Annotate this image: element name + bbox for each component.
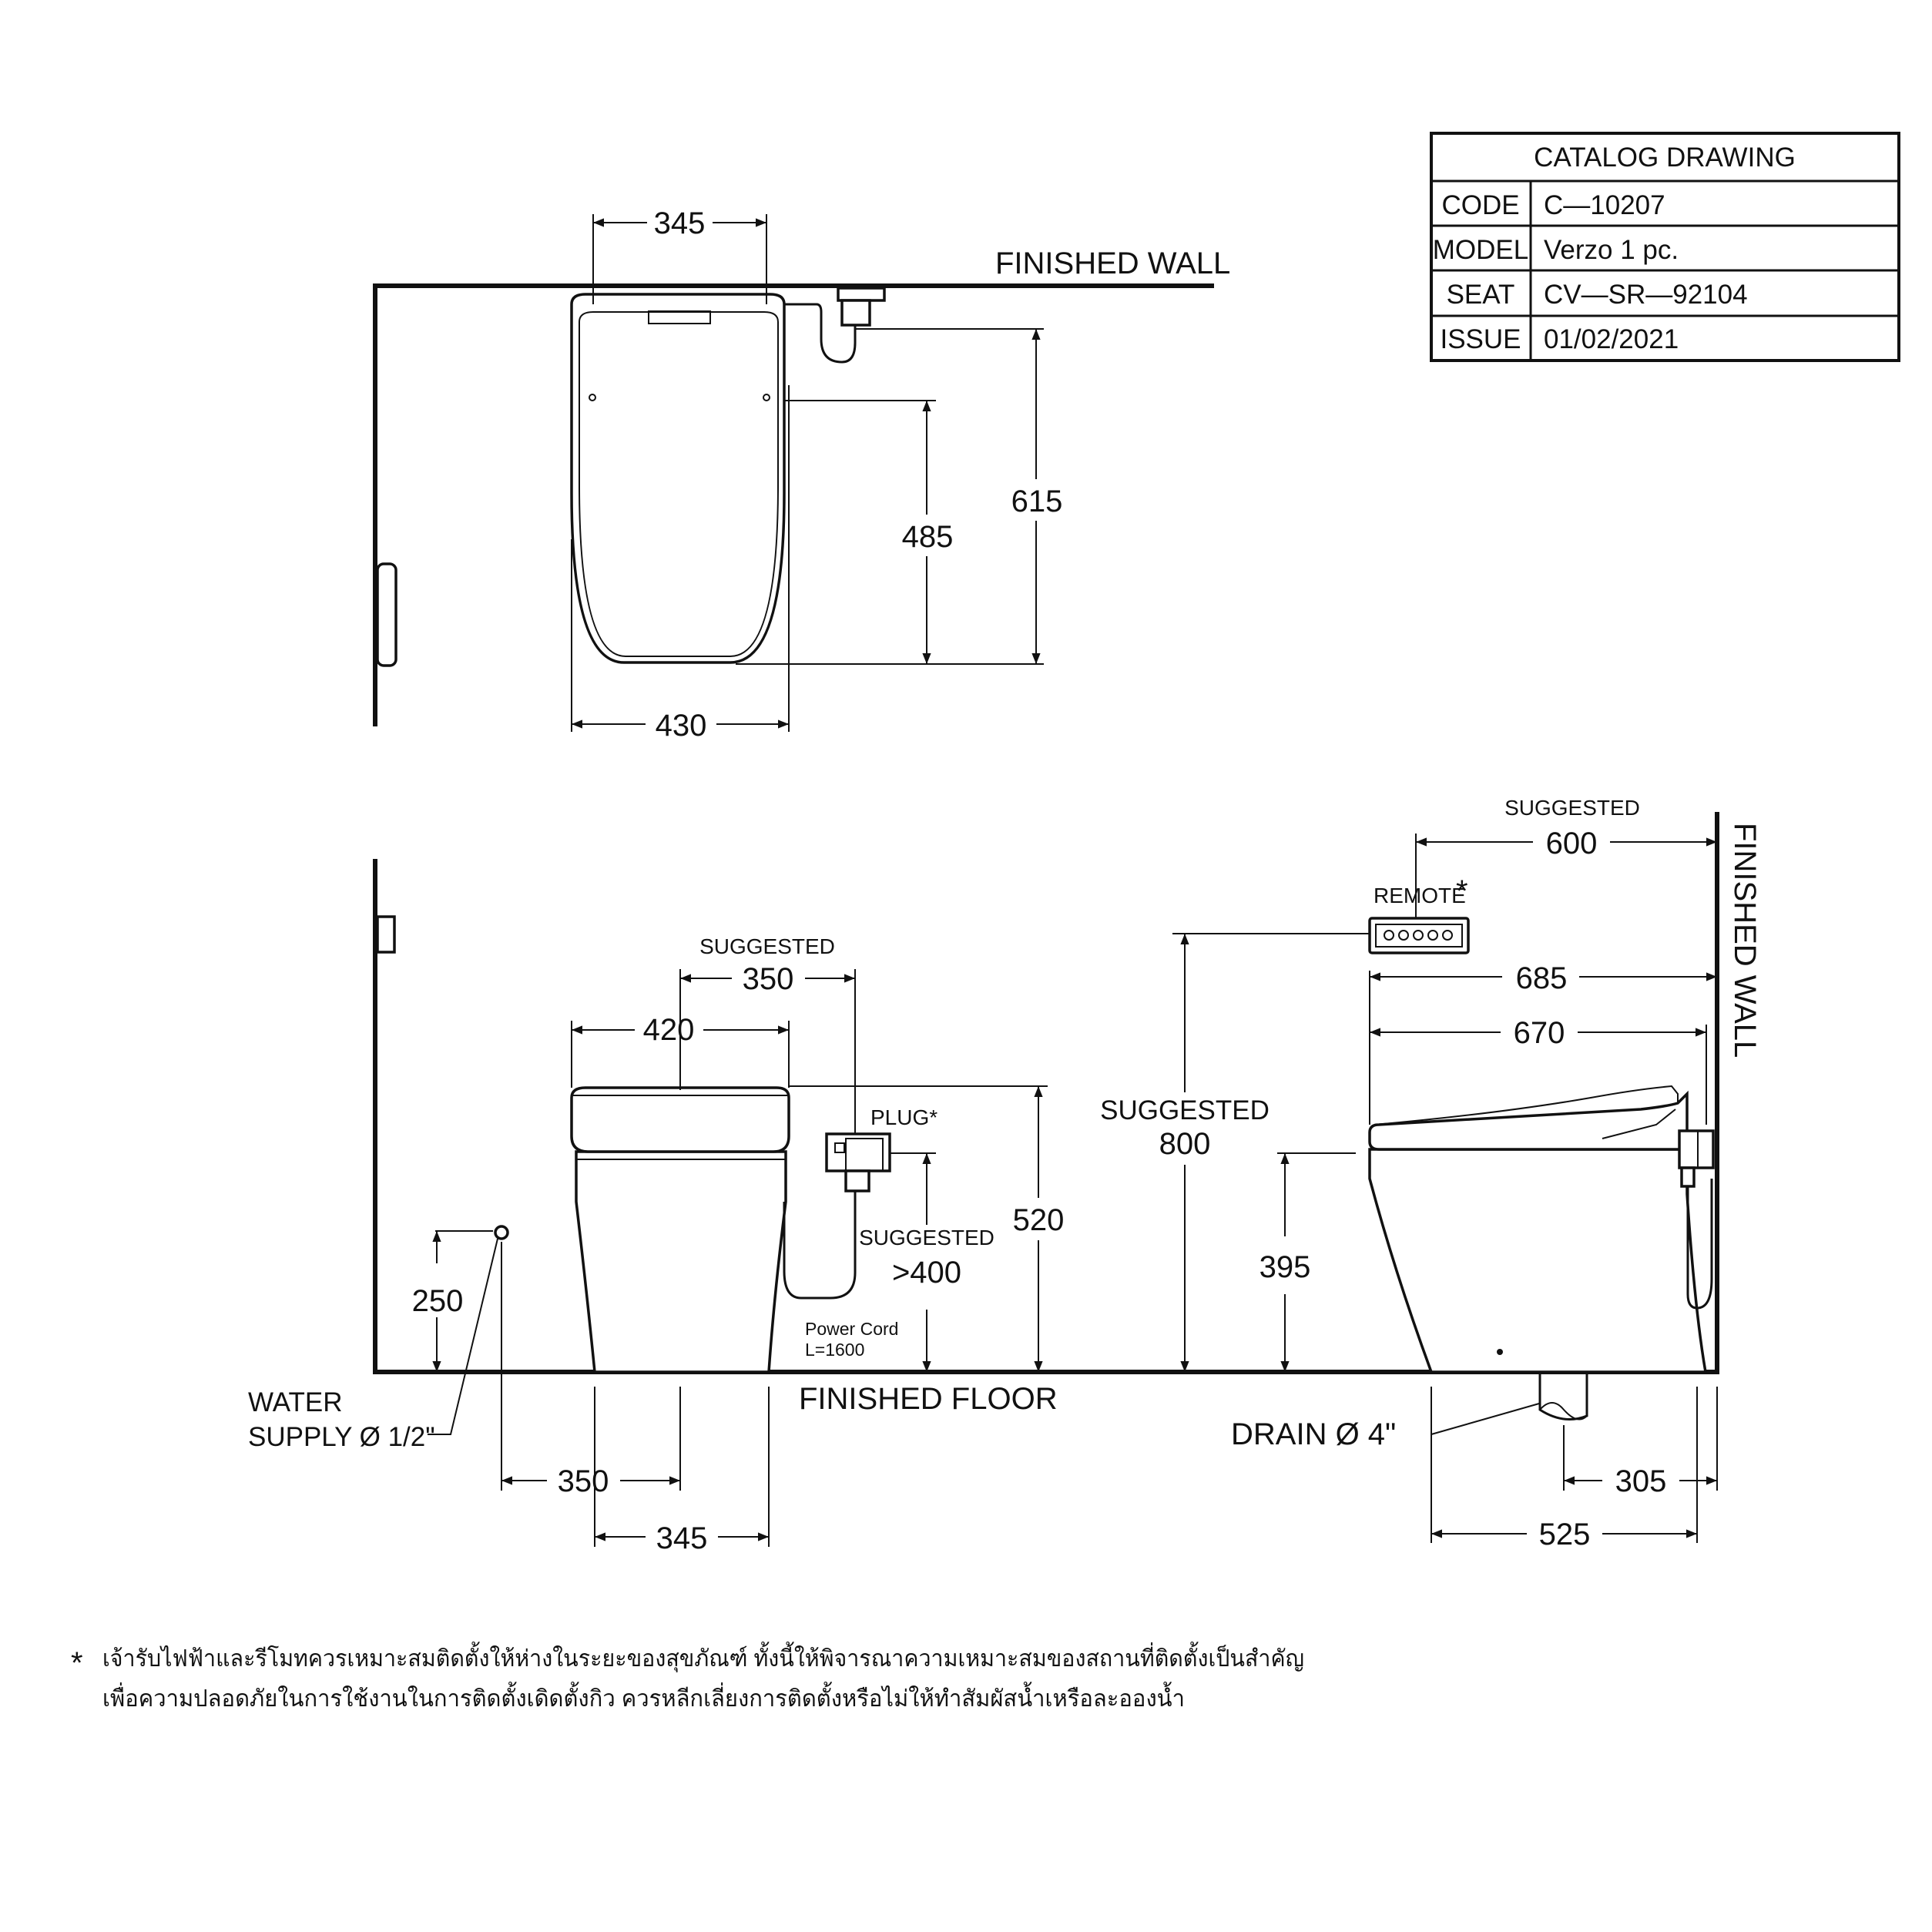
front-view-dim-345-bottom: 345 xyxy=(656,1521,708,1555)
front-view-dim-400: >400 xyxy=(892,1256,961,1290)
title-block-issue-value: 01/02/2021 xyxy=(1544,324,1679,354)
top-view-dim-615: 615 xyxy=(1011,485,1063,518)
side-view-dim-600: 600 xyxy=(1546,827,1598,860)
side-view-suggested-label: SUGGESTED xyxy=(1504,796,1640,820)
footnote-star: * xyxy=(71,1646,83,1680)
side-view-dim-670: 670 xyxy=(1514,1016,1565,1050)
side-view-remote-buttons xyxy=(1384,930,1453,941)
side-view: FINISHED WALL REMOTE * DRAIN Ø 4" xyxy=(963,796,1762,1551)
top-view-valve-body xyxy=(840,299,871,327)
footnote-line-1: เจ้ารับไฟฟ้าและรีโมทควรเหมาะสมติดตั้งให้… xyxy=(102,1642,1304,1673)
front-view-water-supply-leader xyxy=(428,1238,498,1435)
title-block-model-label: MODEL xyxy=(1433,235,1528,265)
side-view-rear-unit xyxy=(1678,1129,1715,1169)
side-view-drain-label: DRAIN Ø 4" xyxy=(1231,1417,1396,1451)
side-view-dim-685: 685 xyxy=(1516,961,1568,995)
side-view-remote xyxy=(1368,917,1470,954)
front-view-dim-420: 420 xyxy=(643,1013,695,1047)
side-view-dim-525: 525 xyxy=(1539,1518,1591,1551)
front-view-water-supply-valve xyxy=(494,1225,509,1240)
front-view: FINISHED FLOOR PLUG* Power Cord L=1600 W… xyxy=(248,859,1064,1555)
side-view-toilet-bowl xyxy=(1368,1148,1708,1374)
title-block-model-value: Verzo 1 pc. xyxy=(1544,235,1679,265)
footnote-line-2: เพื่อความปลอดภัยในการใช้งานในการติดตั้งเ… xyxy=(102,1682,1185,1712)
title-block-code-label: CODE xyxy=(1441,190,1519,220)
front-view-water-supply-label-2: SUPPLY Ø 1/2" xyxy=(248,1422,435,1452)
side-view-suggested-label-2: SUGGESTED xyxy=(1100,1095,1270,1125)
front-view-plug-label: PLUG* xyxy=(870,1105,937,1129)
footnote: * เจ้ารับไฟฟ้าและรีโมทควรเหมาะสมติดตั้งใ… xyxy=(71,1642,1304,1712)
front-view-dim-350-bottom: 350 xyxy=(558,1464,609,1498)
front-view-toilet-bowl xyxy=(575,1150,787,1374)
front-view-water-supply-label-1: WATER xyxy=(248,1387,342,1417)
title-block-code-value: C—10207 xyxy=(1544,190,1665,220)
side-view-dim-800: 800 xyxy=(1159,1127,1211,1161)
title-block-seat-value: CV—SR—92104 xyxy=(1544,280,1748,310)
side-view-drain xyxy=(1538,1374,1588,1420)
side-view-dim-395: 395 xyxy=(1259,1250,1311,1284)
front-view-wall-fitting xyxy=(376,915,396,954)
top-view-toilet-body xyxy=(570,293,786,664)
front-view-suggested-label-2: SUGGESTED xyxy=(859,1226,995,1249)
title-block-seat-label: SEAT xyxy=(1447,280,1515,310)
top-view-wall-fitting xyxy=(376,562,397,667)
top-view-hinge-right xyxy=(763,394,770,401)
side-view-rear-plug xyxy=(1680,1166,1696,1188)
top-view-dim-345: 345 xyxy=(654,206,706,240)
side-view-lid xyxy=(1374,1085,1679,1125)
top-view-dim-485: 485 xyxy=(902,520,954,554)
front-view-suggested-label: SUGGESTED xyxy=(699,934,835,958)
top-view-valve xyxy=(837,287,886,302)
side-view-remote-star: * xyxy=(1456,874,1468,908)
front-view-power-cord-length: L=1600 xyxy=(805,1340,864,1360)
side-view-seat xyxy=(1368,1090,1689,1151)
side-view-rear-cord xyxy=(1686,1179,1713,1310)
title-block-header: CATALOG DRAWING xyxy=(1534,143,1796,173)
side-view-dim-305: 305 xyxy=(1615,1464,1667,1498)
top-view-hose xyxy=(784,303,857,364)
side-view-finished-wall-label: FINISHED WALL xyxy=(1728,823,1762,1058)
title-block: CATALOG DRAWING CODE C—10207 MODEL Verzo… xyxy=(1430,132,1900,362)
front-view-seat xyxy=(570,1086,790,1153)
front-view-dim-250: 250 xyxy=(412,1284,464,1318)
top-view-tank-cap xyxy=(648,310,711,324)
top-view-dim-430: 430 xyxy=(656,709,707,743)
front-view-plug-body xyxy=(844,1169,870,1192)
side-view-remote-label: REMOTE xyxy=(1374,884,1466,907)
front-view-dim-350-top: 350 xyxy=(743,962,794,996)
front-view-dim-520: 520 xyxy=(1013,1203,1065,1237)
front-view-power-cord xyxy=(783,1191,857,1300)
title-block-issue-label: ISSUE xyxy=(1440,324,1521,354)
front-view-power-cord-label: Power Cord xyxy=(805,1319,898,1339)
front-view-finished-floor-label: FINISHED FLOOR xyxy=(799,1382,1058,1416)
top-view: FINISHED WALL 345 430 485 615 xyxy=(373,206,1230,743)
top-view-hinge-left xyxy=(589,394,596,401)
top-view-finished-wall-label: FINISHED WALL xyxy=(995,247,1230,280)
